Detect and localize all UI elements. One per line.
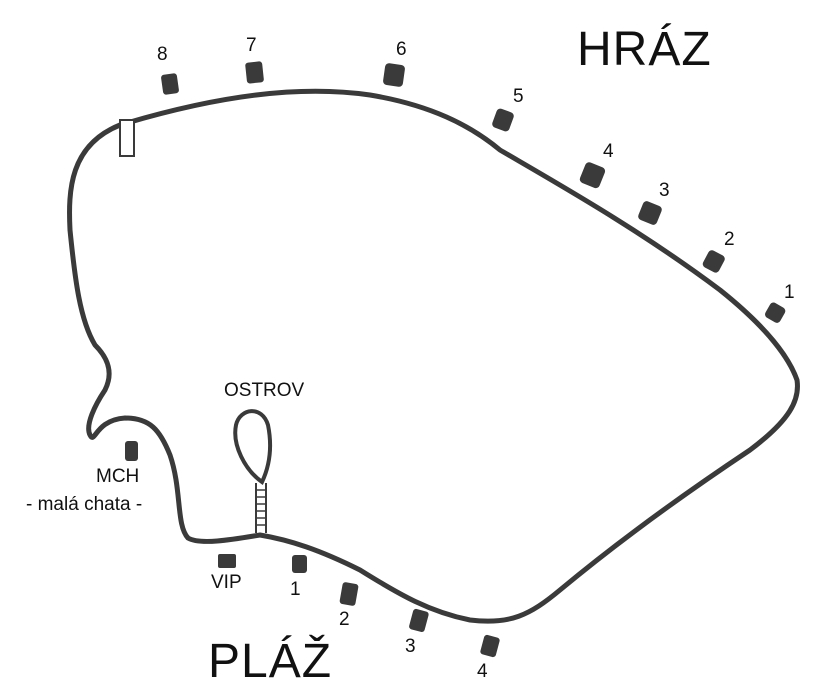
ostrov-label: OSTROV (224, 380, 305, 401)
hraz-spot-8-marker[interactable] (161, 73, 180, 95)
hraz-spot-4-marker[interactable] (579, 161, 607, 189)
hraz-spot-3-label: 3 (659, 180, 670, 201)
hraz-spot-8-label: 8 (157, 44, 168, 65)
plaz-spot-4-marker[interactable] (480, 634, 501, 658)
plaz-spot-3-marker[interactable] (408, 608, 429, 633)
hraz-spot-6-marker[interactable] (383, 63, 406, 88)
lake-shoreline (67, 88, 800, 624)
mch-subtitle: - malá chata - (26, 494, 143, 515)
hraz-spot-5-marker[interactable] (491, 108, 515, 133)
hraz-title: HRÁZ (577, 23, 712, 76)
vip-spot-marker[interactable] (218, 554, 236, 568)
hraz-spot-4-label: 4 (603, 141, 614, 162)
plaz-spot-3-label: 3 (405, 636, 416, 657)
plaz-spot-2-marker[interactable] (339, 582, 359, 606)
hraz-spot-5-label: 5 (513, 86, 524, 107)
hraz-spot-2-label: 2 (724, 229, 735, 250)
hraz-spot-1-marker[interactable] (764, 301, 787, 324)
mch-cabin-marker[interactable] (125, 441, 138, 461)
plaz-spot-2-label: 2 (339, 609, 350, 630)
hraz-spot-1-label: 1 (784, 282, 795, 303)
hraz-spot-2-marker[interactable] (701, 249, 726, 274)
hraz-spot-7-label: 7 (246, 35, 257, 56)
vip-label: VIP (211, 572, 242, 593)
plaz-spot-1-marker[interactable] (292, 555, 307, 573)
island-ostrov (233, 409, 272, 486)
hraz-spot-3-marker[interactable] (637, 200, 663, 226)
hraz-spot-7-marker[interactable] (245, 61, 264, 84)
pier (119, 119, 135, 157)
plaz-title: PLÁŽ (208, 635, 333, 688)
mch-label: MCH (96, 466, 140, 487)
hraz-spot-6-label: 6 (396, 39, 407, 60)
island-bridge (255, 483, 267, 533)
plaz-spot-4-label: 4 (477, 661, 488, 682)
plaz-spot-1-label: 1 (290, 579, 301, 600)
